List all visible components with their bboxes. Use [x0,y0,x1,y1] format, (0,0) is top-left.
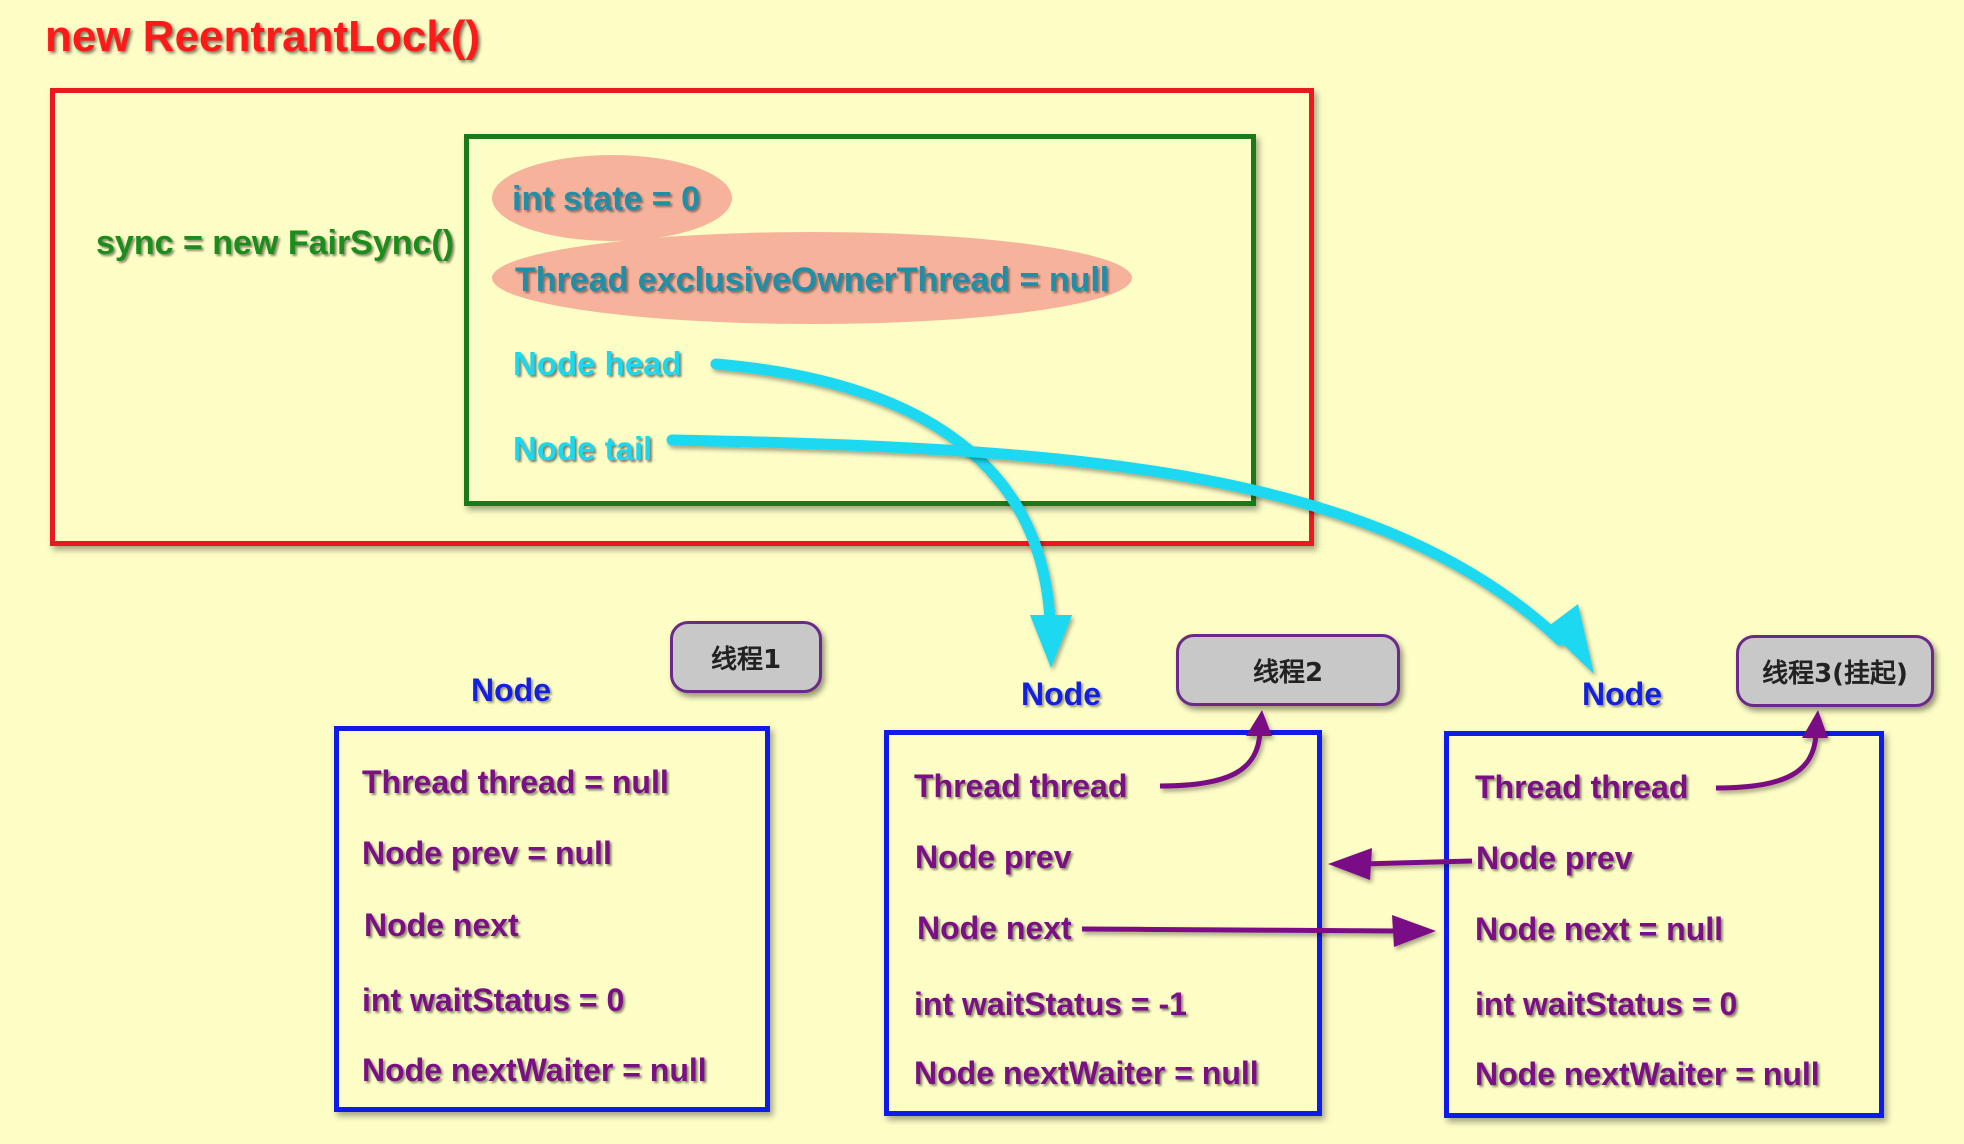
node-3-box [1444,731,1884,1118]
node-2-thread: Thread thread [914,768,1128,804]
node-1-next: Node next [364,907,519,943]
node-3-next: Node next = null [1475,911,1724,947]
node-3-thread: Thread thread [1475,769,1689,805]
reentrant-lock-box [50,88,1314,546]
owner-highlight [492,232,1132,324]
node-3-waitstatus: int waitStatus = 0 [1475,986,1738,1022]
node-1-prev: Node prev = null [362,835,612,871]
node-2-waitstatus: int waitStatus = -1 [914,986,1187,1022]
node-3-prev: Node prev [1476,840,1633,876]
node-2-prev: Node prev [915,839,1072,875]
head-pointer-arrow [710,358,1072,668]
node-2-label: Node [1021,676,1101,712]
tail-pointer-arrow [666,434,1594,674]
node-1-label: Node [471,672,551,708]
node-1-thread: Thread thread = null [362,764,669,800]
node-2-box [884,730,1322,1116]
node-3-prev-arrow [1328,848,1473,880]
node-2-nextwaiter: Node nextWaiter = null [914,1055,1259,1091]
tail-field: Node tail [513,430,653,467]
thread-1-tag: 线程1 [670,621,822,693]
node-1-waitstatus: int waitStatus = 0 [362,982,625,1018]
node-1-box [334,726,770,1112]
node-1-nextwaiter: Node nextWaiter = null [362,1052,707,1088]
node-2-next-arrow [1081,915,1436,947]
node-2-thread-arrow [1159,710,1272,789]
head-field: Node head [513,345,682,382]
node-3-nextwaiter: Node nextWaiter = null [1475,1056,1820,1092]
node-3-label: Node [1582,676,1662,712]
fair-sync-box [464,134,1256,506]
sync-label: sync = new FairSync() [96,224,455,262]
diagram-title: new ReentrantLock() [45,12,481,61]
state-highlight [492,155,732,241]
node-2-next: Node next [917,910,1072,946]
owner-thread-field: Thread exclusiveOwnerThread = null [515,261,1110,299]
thread-3-tag: 线程3(挂起) [1736,635,1934,707]
state-field: int state = 0 [512,180,701,218]
node-3-thread-arrow [1715,710,1828,791]
thread-2-tag: 线程2 [1176,634,1400,706]
